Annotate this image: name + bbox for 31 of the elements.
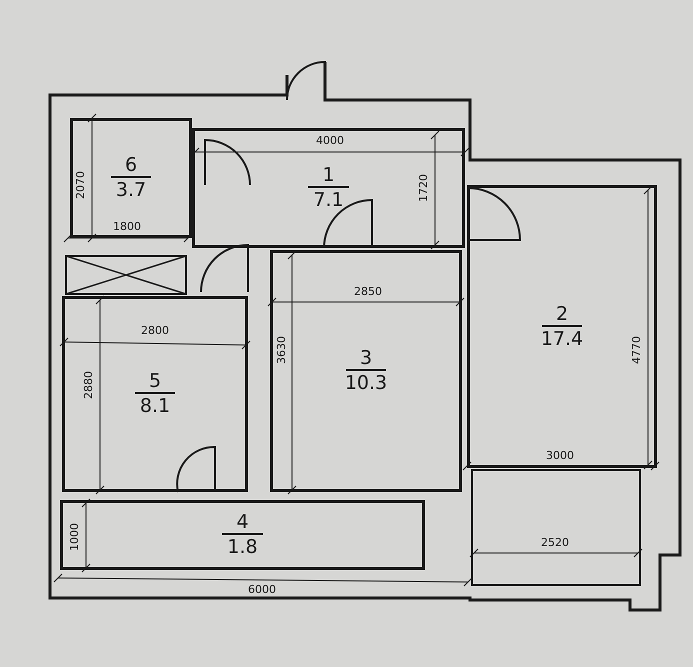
room xyxy=(70,118,192,238)
room xyxy=(60,500,425,570)
dimension-label: 4770 xyxy=(631,336,643,364)
room-number: 3 xyxy=(346,347,386,371)
dimension-label: 2880 xyxy=(83,371,95,399)
dimension-label: 2800 xyxy=(141,325,169,337)
room-area: 10.3 xyxy=(344,371,388,395)
room xyxy=(192,128,465,248)
room-area: 8.1 xyxy=(140,394,170,418)
dimension-label: 4000 xyxy=(316,135,344,147)
room-area: 3.7 xyxy=(116,178,146,202)
dimension-label: 3000 xyxy=(546,450,574,462)
room xyxy=(62,296,248,492)
dimension-label: 1000 xyxy=(69,523,81,551)
room-area: 7.1 xyxy=(313,188,344,212)
dimension-label: 2520 xyxy=(541,537,569,549)
dimension-label: 1720 xyxy=(418,174,430,202)
room-area: 1.8 xyxy=(227,535,258,559)
room-number: 1 xyxy=(308,164,349,188)
room-area: 17.4 xyxy=(540,326,584,350)
room-number: 6 xyxy=(110,154,152,178)
room-number: 5 xyxy=(134,370,176,394)
room-number: 2 xyxy=(542,302,582,326)
room xyxy=(467,185,657,468)
room-number: 4 xyxy=(222,511,263,535)
room xyxy=(270,250,462,492)
dimension-label: 2070 xyxy=(75,171,87,199)
dimension-label: 6000 xyxy=(248,584,276,596)
dimension-label: 1800 xyxy=(113,221,141,233)
dimension-label: 2850 xyxy=(354,286,382,298)
dimension-label: 3630 xyxy=(276,336,288,364)
